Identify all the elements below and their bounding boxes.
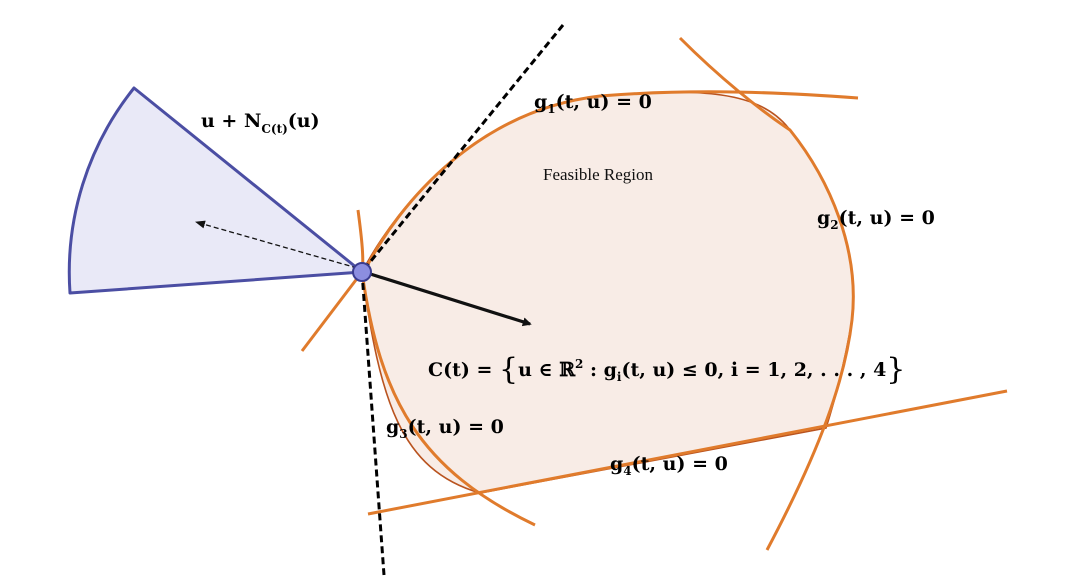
constraint-curves — [300, 36, 1008, 551]
constraint-g1-curve — [362, 90, 859, 273]
constraint-g4-line — [367, 389, 1008, 516]
constraint-g3-short-segment — [300, 271, 364, 352]
tangent-upper-segment — [360, 24, 565, 273]
normal-cone-sector — [67, 86, 364, 295]
g3-label: g3(t, u) = 0 — [386, 416, 504, 441]
g2-label: g2(t, u) = 0 — [817, 207, 935, 232]
constraint-g3-curve — [356, 209, 536, 527]
vertex-point-icon — [352, 262, 372, 282]
normal-cone-label: u + NC(t)(u) — [201, 110, 320, 136]
g1-label: g1(t, u) = 0 — [534, 91, 652, 116]
set-definition-label: C(t) = {u ∈ ℝ2 : gi(t, u) ≤ 0, i = 1, 2,… — [428, 352, 905, 387]
g4-label: g4(t, u) = 0 — [610, 453, 728, 478]
constraint-g2-curve — [678, 36, 855, 551]
arrow-right-down-icon — [363, 270, 532, 327]
feasible-region-label: Feasible Region — [543, 165, 654, 184]
dashed-arrow-left-icon — [195, 220, 358, 269]
tangent-lower-segment — [360, 271, 386, 576]
